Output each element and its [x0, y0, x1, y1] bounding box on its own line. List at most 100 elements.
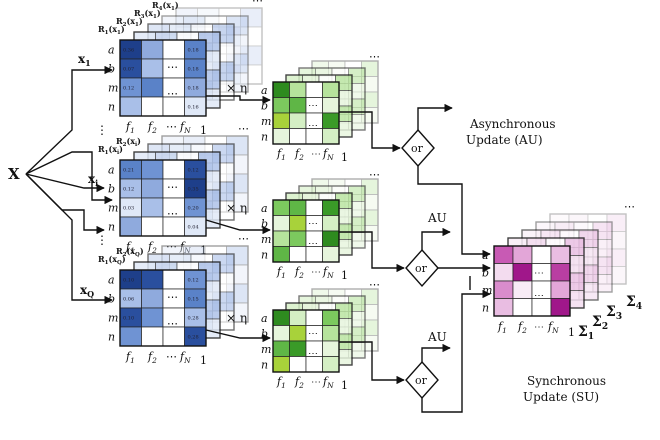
au-arrow-2 [421, 227, 451, 250]
row-label: n [108, 101, 115, 114]
stack-ellipsis: ⋯ [624, 200, 635, 213]
col-label-one: 1 [341, 269, 348, 282]
grid-border [272, 199, 340, 263]
grid-cell [322, 128, 340, 145]
matrix-cell-value: 0.28 [188, 316, 199, 322]
grid-cell [141, 307, 164, 328]
grid-cell [493, 245, 514, 264]
matrix-ellipsis: ⋯ [534, 268, 544, 279]
grid-cell [141, 159, 164, 180]
grid-cell [550, 280, 571, 299]
sigma-label: Σ3 [606, 304, 622, 322]
branch-vdots-upper: ⋮ [96, 123, 108, 137]
row-label: a [261, 84, 268, 97]
col-ellipsis: ⋯ [166, 350, 177, 363]
grid-cell [141, 58, 164, 79]
row-label: a [261, 202, 268, 215]
col-label-f1: f1 [276, 265, 286, 280]
branch-i-input-label: xi [88, 172, 98, 188]
row-label: n [108, 331, 115, 344]
stack-ellipsis: ⋯ [369, 278, 380, 291]
grid-cell [493, 280, 514, 299]
matrix-ellipsis: ⋯ [167, 60, 178, 73]
or-gate-label: or [415, 374, 428, 387]
grid-cell [141, 288, 164, 309]
grid-cell [289, 81, 307, 98]
col-label-f1: f1 [497, 320, 507, 335]
matrix-cell-value: 0.15 [188, 297, 199, 303]
green-front-matrix [272, 309, 340, 373]
row-label: a [261, 312, 268, 325]
row-label: b [482, 266, 489, 279]
row-label: a [108, 164, 115, 177]
grid-cell [141, 39, 164, 60]
grid-border [119, 39, 207, 117]
sigma-label: Σ4 [626, 294, 642, 312]
stack-r-label: R1(x1) [98, 24, 125, 36]
blue-front-matrix [119, 159, 207, 237]
arrow-blue-to-green-1 [206, 95, 271, 105]
matrix-cell-value: 0.10 [123, 316, 134, 322]
arrow-or-to-su-1 [417, 166, 491, 259]
arrow-green-to-or-i [339, 231, 405, 273]
matrix-cell-value: 0.18 [188, 48, 199, 54]
grid-cell [550, 263, 571, 282]
row-label: n [261, 248, 268, 261]
grid-cell [141, 96, 164, 117]
grid-cell [512, 298, 533, 317]
col-label-f1: f1 [276, 147, 286, 162]
au-label-short-3: AU [427, 330, 447, 344]
matrix-ellipsis: ⋯ [167, 290, 178, 303]
grid-cell [240, 45, 263, 66]
stack-r-label: R4(x1) [152, 0, 179, 12]
grid-cell [272, 128, 290, 145]
arrow-green-to-or-q [339, 341, 405, 385]
grid-cell [162, 39, 185, 60]
grid-cell [272, 340, 290, 357]
row-label: n [482, 301, 489, 314]
matrix-cell-value: 0.06 [123, 297, 134, 303]
stack-ellipsis: ⋯ [238, 122, 249, 135]
matrix-cell-value: 0.04 [188, 225, 199, 231]
au-label-line1: Asynchronous [469, 117, 556, 131]
arrow-blue-to-green-q [205, 329, 271, 343]
grid-cell [141, 326, 164, 347]
matrix-cell-value: 0.03 [123, 206, 134, 212]
col-label-fn: fN [322, 265, 334, 280]
grid-cell [119, 96, 142, 117]
row-label: b [108, 63, 115, 76]
grid-cell [493, 298, 514, 317]
grid-cell [322, 325, 340, 342]
col-label-f2: f2 [147, 240, 157, 255]
grid-cell [272, 215, 290, 232]
row-label: b [261, 217, 268, 230]
grid-cell [162, 159, 185, 180]
magenta-front-matrix [493, 245, 571, 317]
grid-cell [322, 230, 340, 247]
grid-cell [493, 263, 514, 282]
branch-1-input-label: x1 [78, 52, 91, 68]
grid-cell [322, 215, 340, 232]
row-label: a [108, 274, 115, 287]
branch-vdots-lower: ⋮ [96, 233, 108, 247]
col-ellipsis: ⋯ [166, 240, 177, 253]
stack-r-label: R1(xi) [98, 144, 123, 156]
grid-border [119, 159, 207, 237]
or-gate-diamond [405, 248, 439, 288]
stack-r-label: R2(xi) [116, 136, 141, 148]
matrix-ellipsis: ⋯ [308, 349, 318, 360]
grid-cell [272, 230, 290, 247]
green-front-matrix [272, 199, 340, 263]
grid-cell [240, 26, 263, 47]
grid-cell [289, 97, 307, 114]
matrix-cell-value: 0.07 [123, 67, 134, 73]
col-label-fn: fN [179, 240, 191, 255]
matrix-cell-value: 0.16 [188, 105, 199, 111]
grid-cell [531, 245, 552, 264]
grid-cell [322, 112, 340, 129]
sigma-label: Σ1 [578, 324, 594, 342]
arrow-blue-to-green-i [205, 219, 271, 235]
